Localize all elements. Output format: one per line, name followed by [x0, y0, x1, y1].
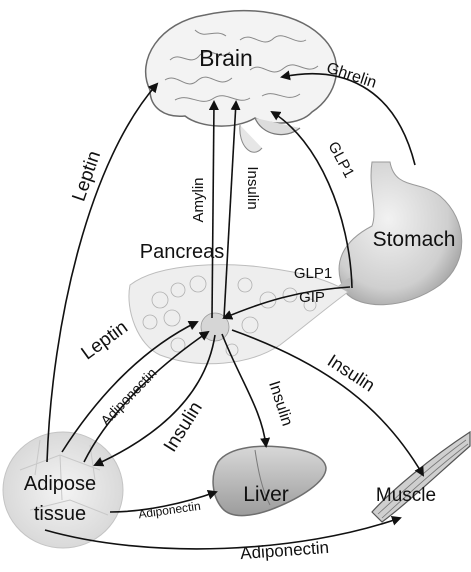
adiponectin-to-liver-label: Adiponectin	[137, 499, 201, 522]
leptin-to-brain-label: Leptin	[68, 148, 105, 204]
amylin-label: Amylin	[190, 177, 207, 222]
glp1-gut-label: GLP1	[294, 265, 332, 282]
stomach-label: Stomach	[373, 228, 456, 251]
liver-label: Liver	[243, 483, 289, 506]
brain-label: Brain	[199, 45, 253, 71]
adipose-label-line2: tissue	[34, 503, 86, 525]
adiponectin-to-pancreas-label: Adiponectin	[97, 365, 159, 429]
glp1-stomach-brain-label: GLP1	[324, 139, 357, 181]
insulin-to-liver-label: Insulin	[265, 379, 295, 428]
muscle-illustration	[372, 432, 470, 522]
adiponectin-to-muscle-label: Adiponectin	[240, 538, 330, 563]
muscle-label: Muscle	[376, 485, 436, 506]
adipose-label-line1: Adipose	[24, 473, 96, 495]
insulin-to-adipose-label: Insulin	[160, 398, 207, 456]
insulin-to-brain-label: Insulin	[244, 166, 261, 209]
arrow-leptin-to-brain	[47, 84, 157, 462]
brain-illustration	[146, 11, 337, 153]
gip-label: GIP	[299, 289, 325, 306]
pancreas-label: Pancreas	[140, 241, 225, 263]
insulin-to-muscle-label: Insulin	[324, 350, 379, 395]
leptin-to-pancreas-label: Leptin	[78, 317, 132, 364]
